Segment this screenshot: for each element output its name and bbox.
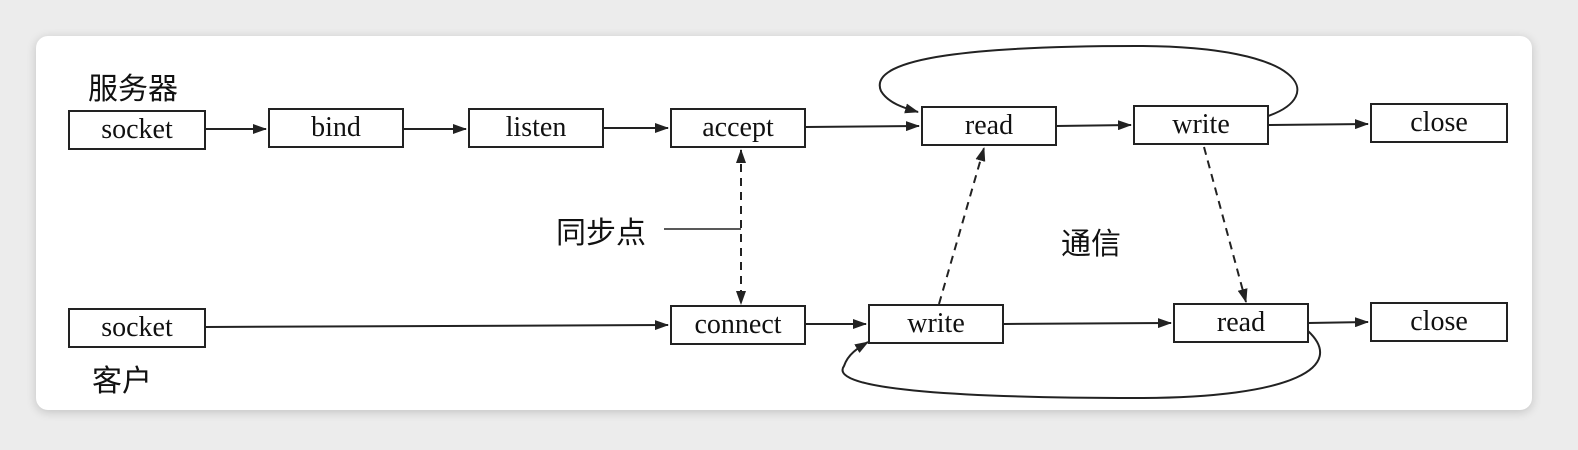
arrow-write-close bbox=[1267, 119, 1369, 130]
arrow-accept-read bbox=[805, 121, 920, 132]
arrow-write-read bbox=[1003, 318, 1172, 329]
comm-client-write-to-server-read bbox=[938, 147, 986, 305]
client-read-box: read bbox=[1173, 303, 1309, 343]
server-listen-box: listen bbox=[468, 108, 604, 148]
comm-server-write-to-client-read bbox=[1203, 146, 1248, 303]
client-write-box: write bbox=[868, 304, 1004, 344]
server-close-box: close bbox=[1370, 103, 1508, 143]
client-close-box: close bbox=[1370, 302, 1508, 342]
arrow-read-close bbox=[1307, 317, 1369, 328]
client-connect-box: connect bbox=[670, 305, 806, 345]
sync-point-label: 同步点 bbox=[556, 216, 646, 251]
communication-label: 通信 bbox=[1061, 227, 1121, 262]
server-socket-box: socket bbox=[68, 110, 206, 150]
server-accept-box: accept bbox=[670, 108, 806, 148]
server-read-box: read bbox=[921, 106, 1057, 146]
client-label: 客户 bbox=[92, 364, 152, 399]
diagram-canvas: 服务器 客户 同步点 通信 socket bind listen accept … bbox=[36, 36, 1532, 410]
server-label: 服务器 bbox=[88, 72, 178, 107]
connections bbox=[205, 44, 1369, 400]
arrow-read-write bbox=[1055, 120, 1132, 131]
server-bind-box: bind bbox=[268, 108, 404, 148]
loop-client-read-write bbox=[841, 330, 1321, 400]
client-socket-box: socket bbox=[68, 308, 206, 348]
arrow-socket-connect bbox=[205, 320, 669, 331]
server-write-box: write bbox=[1133, 105, 1269, 145]
loop-server-write-read bbox=[878, 44, 1299, 117]
